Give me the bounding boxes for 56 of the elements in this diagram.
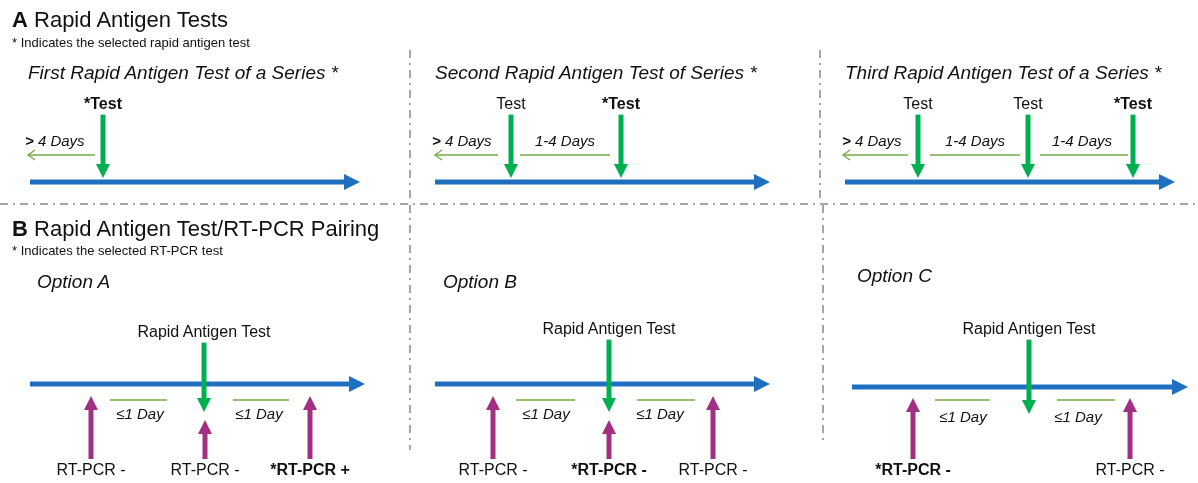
option-title: Option C (857, 266, 932, 287)
duration-label: > 4 Days (842, 133, 902, 150)
duration-label: 1-4 Days (1052, 133, 1112, 150)
option-title: Option B (443, 272, 517, 293)
arrow (486, 396, 500, 459)
duration-label: ≤1 Day (116, 406, 164, 423)
arrow (504, 114, 518, 178)
arrow (1126, 114, 1140, 178)
test-label: Rapid Antigen Test (137, 323, 271, 341)
rt-pcr-label: *RT-PCR - (875, 461, 951, 479)
test-label: *Test (84, 95, 122, 113)
panel-title: First Rapid Antigen Test of a Series * (28, 63, 339, 84)
arrow (602, 420, 616, 459)
test-label: Test (1013, 95, 1043, 113)
arrow (303, 396, 317, 459)
rt-pcr-label: *RT-PCR - (571, 461, 647, 479)
duration-label: > 4 Days (25, 133, 85, 150)
test-label: *Test (1114, 95, 1152, 113)
rt-pcr-label: RT-PCR - (56, 461, 126, 479)
duration-label: 1-4 Days (535, 133, 595, 150)
test-label: *Test (602, 95, 640, 113)
test-label: Test (496, 95, 526, 113)
option-title: Option A (37, 272, 111, 293)
footnote: * Indicates the selected rapid antigen test (12, 36, 250, 51)
arrow (1123, 398, 1137, 459)
arrow (911, 114, 925, 178)
arrow (1021, 114, 1035, 178)
arrow (706, 396, 720, 459)
arrow (906, 398, 920, 459)
footnote: * Indicates the selected RT-PCR test (12, 244, 223, 259)
arrow (602, 339, 616, 412)
arrow (197, 342, 211, 412)
panel-heading: A Rapid Antigen Tests (12, 8, 229, 33)
duration-label: ≤1 Day (235, 406, 283, 423)
rt-pcr-label: *RT-PCR + (270, 461, 350, 479)
duration-label: ≤1 Day (939, 409, 987, 426)
rt-pcr-label: RT-PCR - (458, 461, 528, 479)
panel-heading: B Rapid Antigen Test/RT-PCR Pairing (12, 217, 380, 242)
duration-label: ≤1 Day (636, 406, 684, 423)
test-label: Rapid Antigen Test (962, 320, 1096, 338)
panel-title: Second Rapid Antigen Test of Series * (435, 63, 757, 84)
arrow (614, 114, 628, 178)
arrow (198, 420, 212, 459)
arrow (84, 396, 98, 459)
duration-label: ≤1 Day (1054, 409, 1102, 426)
duration-label: > 4 Days (432, 133, 492, 150)
test-label: Test (903, 95, 933, 113)
arrow (96, 114, 110, 178)
rt-pcr-label: RT-PCR - (170, 461, 240, 479)
rt-pcr-label: RT-PCR - (1095, 461, 1165, 479)
duration-label: 1-4 Days (945, 133, 1005, 150)
panel-title: Third Rapid Antigen Test of a Series * (845, 63, 1162, 84)
rt-pcr-label: RT-PCR - (678, 461, 748, 479)
test-label: Rapid Antigen Test (542, 320, 676, 338)
arrow (1022, 339, 1036, 414)
duration-label: ≤1 Day (522, 406, 570, 423)
